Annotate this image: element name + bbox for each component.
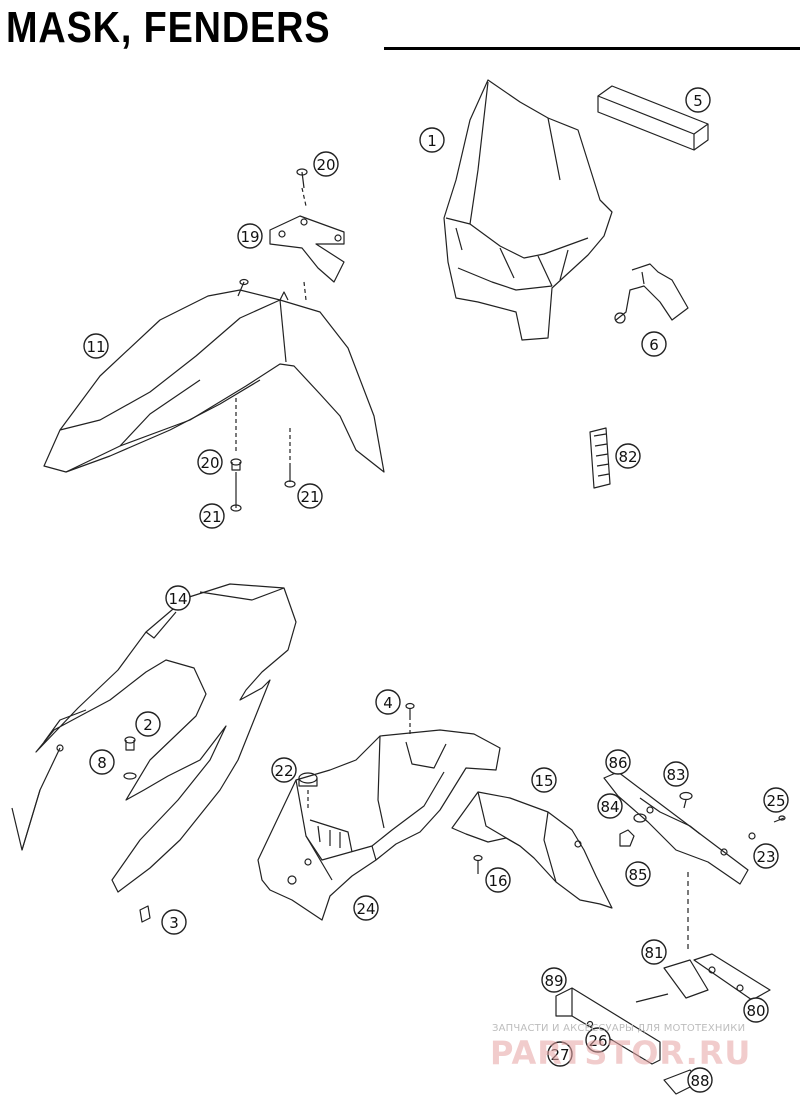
plate-hardware-part [619, 791, 786, 847]
watermark-tagline: ЗАПЧАСТИ И АКСЕССУАРЫ ДЛЯ МОТОТЕХНИКИ [492, 1023, 746, 1034]
rear-fender-part [257, 729, 501, 921]
callout-82: 82 [618, 448, 637, 466]
callout-6: 6 [649, 336, 659, 354]
callout-8: 8 [97, 754, 107, 772]
callout-23: 23 [756, 848, 775, 866]
callout-81: 81 [644, 944, 663, 962]
callout-15: 15 [534, 772, 553, 790]
callout-84: 84 [600, 798, 619, 816]
callout-20-bottom: 20 [200, 454, 219, 472]
screw-16-part [473, 854, 483, 874]
callout-11: 11 [86, 338, 105, 356]
callout-24: 24 [356, 900, 375, 918]
rubber-bumper-part [298, 772, 318, 808]
plate-holder-part [603, 771, 749, 885]
bolt-4-part [405, 702, 415, 736]
callout-19: 19 [240, 228, 259, 246]
front-fender-part [43, 278, 385, 473]
callout-27: 27 [550, 1046, 569, 1064]
callout-85: 85 [628, 866, 647, 884]
callout-2: 2 [143, 716, 153, 734]
fender-screws-part [230, 398, 296, 512]
rear-splash-part [451, 791, 613, 909]
callout-25: 25 [766, 792, 785, 810]
callout-21-right: 21 [300, 488, 319, 506]
mask-bracket-part [614, 263, 689, 324]
callout-5: 5 [693, 92, 703, 110]
side-panel-part [11, 583, 297, 893]
callout-86: 86 [608, 754, 627, 772]
callout-26: 26 [588, 1032, 607, 1050]
filter-pad-part [589, 427, 611, 489]
watermark-brand: PARTSTOR.RU [490, 1034, 752, 1072]
callout-4: 4 [383, 694, 393, 712]
foam-strip-part [597, 85, 709, 151]
title-underline [384, 47, 800, 50]
plate-bracket-assembly-part [555, 872, 771, 1095]
callout-88: 88 [690, 1072, 709, 1090]
callout-83: 83 [666, 766, 685, 784]
callout-20-top: 20 [316, 156, 335, 174]
callout-circles [83, 87, 789, 1093]
page-title: MASK, FENDERS [6, 3, 331, 52]
headlight-mask-part [443, 79, 613, 341]
callout-16: 16 [488, 872, 507, 890]
callout-80: 80 [746, 1002, 765, 1020]
callout-22: 22 [274, 762, 293, 780]
callout-21-left: 21 [202, 508, 221, 526]
callout-3: 3 [169, 914, 179, 932]
panel-hardware-part [123, 736, 151, 923]
callout-1: 1 [427, 132, 437, 150]
callout-89: 89 [544, 972, 563, 990]
callout-14: 14 [168, 590, 187, 608]
fender-bracket-part [269, 168, 345, 301]
